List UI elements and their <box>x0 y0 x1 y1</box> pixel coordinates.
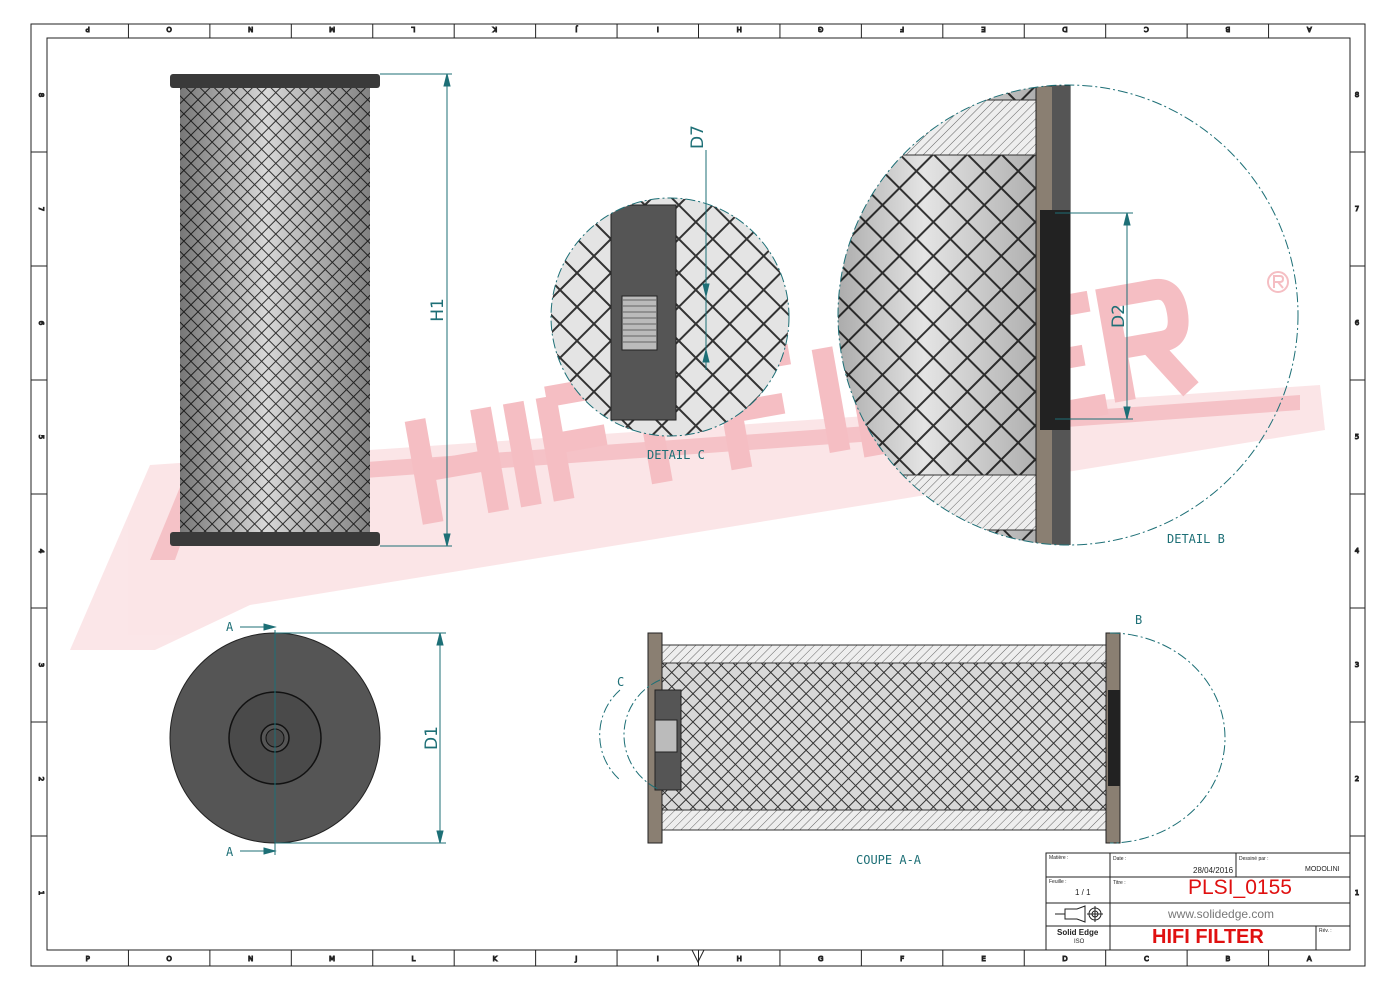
zone-label-left: 8 <box>37 93 45 97</box>
sheet-label: Feuille : <box>1049 879 1067 885</box>
drawn-by-value: MODOLINI <box>1305 866 1340 873</box>
zone-label-top: E <box>981 25 985 33</box>
zone-label-left: 2 <box>37 777 45 781</box>
zone-label-top: L <box>411 25 415 33</box>
zone-label-top: D <box>1062 25 1067 33</box>
zone-label-top: G <box>818 25 823 33</box>
drawn-by-label: Dessiné par : <box>1239 856 1269 862</box>
zone-label-bottom: C <box>1144 955 1149 963</box>
date-label: Date : <box>1113 856 1127 862</box>
zone-label-left: 3 <box>37 663 45 667</box>
zone-label-right: 7 <box>1355 205 1359 213</box>
zone-label-bottom: B <box>1225 955 1230 963</box>
company-name: HIFI FILTER <box>1152 926 1264 948</box>
zone-label-bottom: M <box>329 955 335 963</box>
section-mark-bottom: A <box>226 845 234 859</box>
zone-label-bottom: N <box>248 955 253 963</box>
zone-label-top: K <box>492 25 497 33</box>
dimension-d7: D7 <box>688 125 708 149</box>
zone-label-left: 7 <box>37 207 45 211</box>
front-view: H1 <box>170 73 452 547</box>
projection-symbol-icon <box>1055 905 1103 923</box>
zone-label-top: H <box>737 25 742 33</box>
zone-label-bottom: I <box>657 955 659 963</box>
title-block-frame <box>1045 852 1351 951</box>
registered-mark <box>1267 271 1289 293</box>
website: www.solidedge.com <box>1168 907 1275 921</box>
zone-label-right: 6 <box>1355 319 1360 327</box>
zone-label-top: J <box>575 25 578 33</box>
zone-label-right: 1 <box>1355 889 1359 897</box>
zone-label-bottom: J <box>574 955 577 963</box>
section-view: B C COUPE A-A <box>599 613 1226 867</box>
zone-label-right: 2 <box>1355 775 1359 783</box>
zone-label-bottom: P <box>86 955 90 963</box>
center-mark-icon <box>691 949 705 964</box>
revision-label: Rév. : <box>1319 928 1332 934</box>
sheet-value: 1 / 1 <box>1075 888 1091 897</box>
zone-label-left: 4 <box>37 549 45 554</box>
software-sub: ISO <box>1074 939 1085 945</box>
zone-label-top: A <box>1307 25 1312 33</box>
zone-label-top: I <box>657 25 659 33</box>
zone-label-right: 8 <box>1355 91 1359 99</box>
zone-label-top: O <box>166 25 172 33</box>
detail-c: D7 DETAIL C <box>550 125 790 462</box>
zone-label-bottom: D <box>1062 955 1067 963</box>
callout-c: C <box>617 675 624 689</box>
dimension-h1: H1 <box>428 298 448 322</box>
zone-label-top: N <box>248 25 253 33</box>
zone-label-bottom: G <box>818 955 823 963</box>
zone-label-left: 5 <box>37 435 45 439</box>
dimension-d2: D2 <box>1109 304 1129 328</box>
zone-label-left: 6 <box>37 321 45 326</box>
zone-label-left: 1 <box>37 891 45 895</box>
dimension-d1: D1 <box>422 726 442 750</box>
zone-label-bottom: O <box>166 955 172 963</box>
drawing-title: PLSI_0155 <box>1188 876 1292 899</box>
zone-label-top: B <box>1225 25 1230 33</box>
zone-label-top: P <box>86 25 90 33</box>
detail-b-label: DETAIL B <box>1167 532 1225 546</box>
zone-label-bottom: F <box>900 955 904 963</box>
title-label: Titre : <box>1113 880 1126 886</box>
zone-label-bottom: E <box>981 955 985 963</box>
zone-label-top: F <box>900 25 904 33</box>
zone-label-right: 4 <box>1355 547 1360 555</box>
detail-b: D2 DETAIL B <box>837 84 1299 546</box>
detail-c-label: DETAIL C <box>647 448 705 462</box>
zone-label-right: 3 <box>1355 661 1359 669</box>
zone-label-bottom: K <box>493 955 498 963</box>
zone-label-top: C <box>1144 25 1149 33</box>
zone-label-bottom: H <box>737 955 742 963</box>
date-value: 28/04/2016 <box>1193 866 1234 875</box>
section-label: COUPE A-A <box>856 853 922 867</box>
zone-label-right: 5 <box>1355 433 1359 441</box>
callout-b: B <box>1135 613 1142 627</box>
matiere-label: Matière : <box>1049 855 1069 861</box>
end-view: A A D1 <box>169 620 446 859</box>
zone-label-bottom: A <box>1307 955 1312 963</box>
zone-label-bottom: L <box>412 955 416 963</box>
zone-label-top: M <box>329 25 335 33</box>
section-mark-top: A <box>226 620 234 634</box>
software-name: Solid Edge <box>1057 928 1099 937</box>
